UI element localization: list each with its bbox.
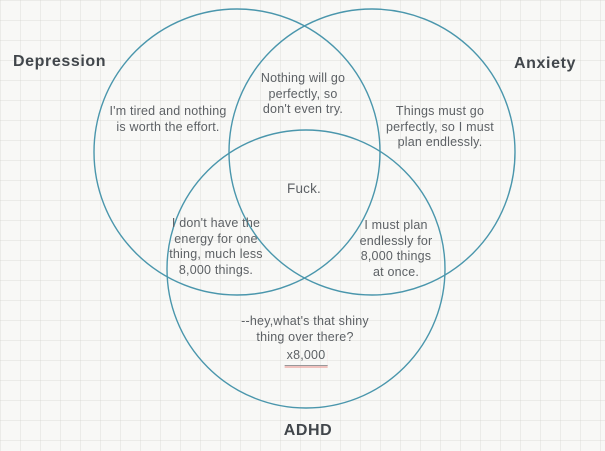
region-depression-only-text: I'm tired and nothing is worth the effor… bbox=[109, 104, 227, 134]
x8000-value: x8,000 bbox=[284, 348, 328, 366]
adhd-circle bbox=[166, 129, 446, 409]
region-adhd-only-text: --hey,what's that shiny thing over there… bbox=[241, 314, 369, 344]
adhd-label: ADHD bbox=[283, 422, 333, 439]
region-depression-adhd-text: I don't have the energy for one thing, m… bbox=[169, 216, 263, 277]
region-depression-anxiety-text: Nothing will go perfectly, so don't even… bbox=[260, 71, 346, 116]
anxiety-label: Anxiety bbox=[514, 55, 576, 72]
region-adhd-note: x8,000 bbox=[284, 348, 328, 366]
depression-label: Depression bbox=[13, 53, 107, 70]
region-center-text: Fuck. bbox=[286, 181, 322, 196]
anxiety-circle bbox=[228, 8, 516, 296]
region-anxiety-adhd-text: I must plan endlessly for 8,000 things a… bbox=[359, 218, 433, 279]
region-anxiety-only-text: Things must go perfectly, so I must plan… bbox=[386, 104, 494, 149]
